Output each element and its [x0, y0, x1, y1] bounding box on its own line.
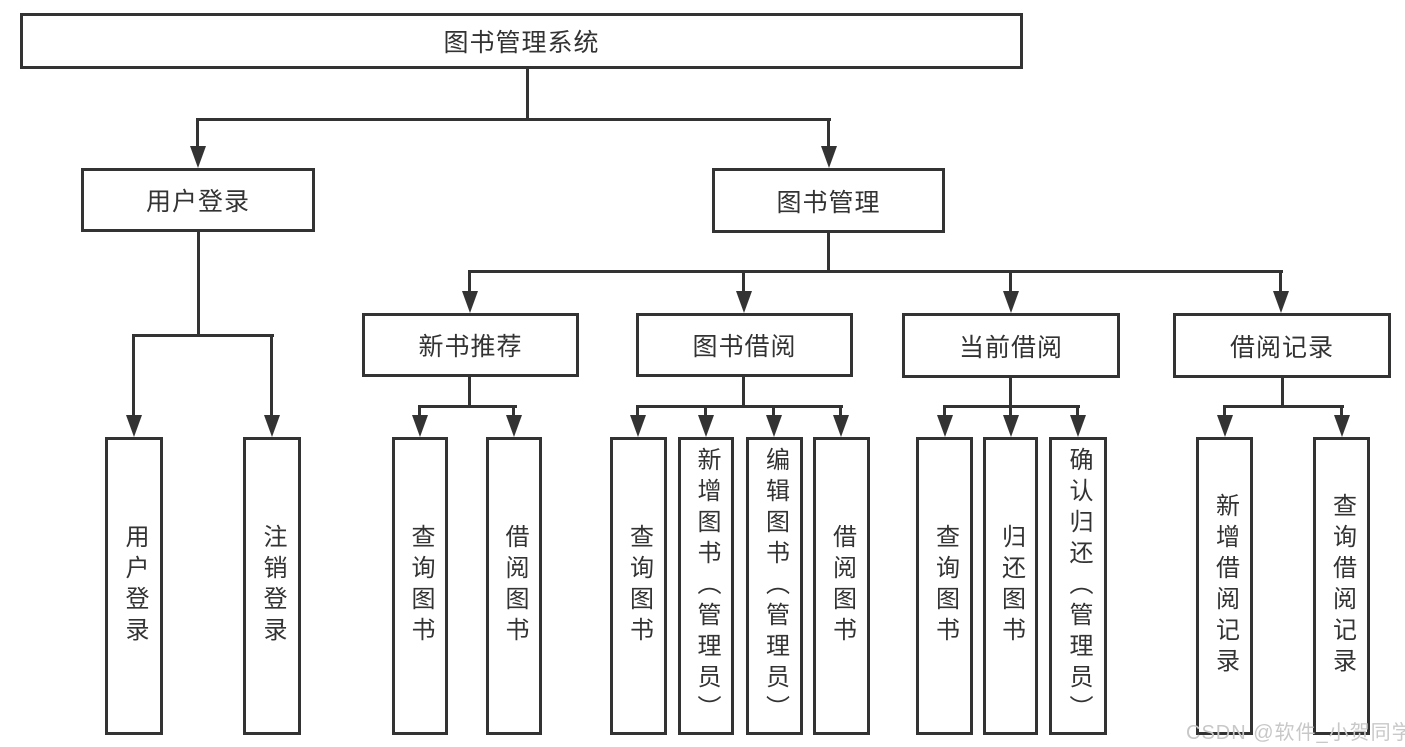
node-book-management: 图书管理	[712, 168, 945, 233]
connector-line	[1279, 270, 1282, 296]
connector-line	[827, 118, 830, 150]
arrow-down-icon	[126, 415, 142, 437]
arrow-down-icon	[190, 146, 206, 168]
connector-line	[742, 377, 745, 408]
connector-line	[132, 334, 135, 420]
leaf-newbook-borrow-book: 借阅图书	[486, 437, 542, 735]
node-label: 用户登录	[145, 188, 250, 216]
leaf-current-return-book: 归还图书	[983, 437, 1038, 735]
connector-line	[636, 405, 639, 419]
connector-line	[468, 270, 471, 296]
connector-line	[196, 118, 199, 150]
leaf-current-query-book: 查询图书	[916, 437, 973, 735]
node-user-login: 用户登录	[81, 168, 315, 232]
leaf-current-confirm-return-admin: 确认归还（管理员）	[1049, 437, 1107, 735]
leaf-records-query-record: 查询借阅记录	[1313, 437, 1370, 735]
leaf-borrow-edit-book-admin: 编辑图书（管理员）	[746, 437, 803, 735]
arrow-down-icon	[833, 415, 849, 437]
arrow-down-icon	[698, 415, 714, 437]
connector-line	[197, 232, 200, 337]
connector-line	[1281, 377, 1284, 408]
leaf-label: 注销登录	[259, 524, 286, 648]
arrow-down-icon	[1003, 415, 1019, 437]
connector-line	[526, 69, 529, 121]
arrow-down-icon	[412, 415, 428, 437]
leaf-borrow-query-book: 查询图书	[610, 437, 667, 735]
leaf-label: 查询图书	[931, 524, 959, 648]
connector-line	[512, 405, 515, 419]
arrow-down-icon	[766, 415, 782, 437]
arrow-down-icon	[462, 291, 478, 313]
arrow-down-icon	[937, 415, 953, 437]
arrow-down-icon	[264, 415, 280, 437]
leaf-label: 新增借阅记录	[1211, 493, 1239, 679]
node-label: 借阅记录	[1229, 333, 1334, 362]
node-new-book-recommend: 新书推荐	[362, 313, 579, 377]
node-label: 图书管理	[776, 188, 881, 217]
connector-line	[419, 405, 517, 408]
leaf-label: 新增图书（管理员）	[693, 446, 720, 726]
connector-line	[1009, 270, 1012, 296]
node-book-borrow: 图书借阅	[636, 313, 853, 377]
connector-line	[270, 334, 273, 420]
leaf-borrow-borrow-book: 借阅图书	[813, 437, 870, 735]
connector-line	[742, 270, 745, 296]
arrow-down-icon	[1334, 415, 1350, 437]
arrow-down-icon	[1217, 415, 1233, 437]
connector-line	[1076, 405, 1079, 419]
watermark: CSDN @软件_小贺同学	[1186, 722, 1405, 744]
connector-line	[839, 405, 842, 419]
leaf-newbook-query-book: 查询图书	[392, 437, 448, 735]
arrow-down-icon	[1070, 415, 1086, 437]
arrow-down-icon	[506, 415, 522, 437]
node-label: 图书借阅	[692, 333, 797, 361]
connector-line	[133, 334, 274, 337]
leaf-user-login: 用户登录	[105, 437, 163, 735]
leaf-label: 查询图书	[407, 524, 434, 648]
connector-line	[704, 405, 707, 419]
arrow-down-icon	[736, 291, 752, 313]
connector-line	[772, 405, 775, 419]
leaf-label: 归还图书	[997, 524, 1025, 648]
arrow-down-icon	[1273, 291, 1289, 313]
connector-line	[468, 270, 1283, 273]
connector-line	[418, 405, 421, 419]
connector-line	[943, 405, 946, 419]
arrow-down-icon	[1003, 291, 1019, 313]
leaf-borrow-add-book-admin: 新增图书（管理员）	[678, 437, 734, 735]
node-label: 新书推荐	[418, 333, 523, 361]
node-current-borrow: 当前借阅	[902, 313, 1120, 378]
leaf-label: 编辑图书（管理员）	[761, 446, 789, 726]
leaf-records-add-record: 新增借阅记录	[1196, 437, 1253, 735]
connector-line	[197, 118, 831, 121]
node-library-system: 图书管理系统	[20, 13, 1023, 69]
leaf-label: 查询图书	[625, 524, 653, 648]
arrow-down-icon	[821, 146, 837, 168]
leaf-label: 用户登录	[121, 524, 148, 648]
connector-line	[827, 233, 830, 273]
leaf-label: 借阅图书	[828, 524, 856, 648]
arrow-down-icon	[630, 415, 646, 437]
connector-line	[1340, 405, 1343, 419]
connector-line	[1009, 377, 1012, 408]
leaf-label: 确认归还（管理员）	[1065, 446, 1092, 726]
connector-line	[1224, 405, 1344, 408]
connector-line	[637, 405, 843, 408]
node-label: 图书管理系统	[443, 29, 600, 57]
connector-line	[468, 377, 471, 408]
leaf-label: 查询借阅记录	[1328, 493, 1356, 679]
leaf-logout: 注销登录	[243, 437, 301, 735]
connector-line	[1009, 405, 1012, 419]
connector-line	[944, 405, 1080, 408]
node-label: 当前借阅	[958, 333, 1063, 362]
connector-line	[1223, 405, 1226, 419]
leaf-label: 借阅图书	[501, 524, 528, 648]
node-borrow-records: 借阅记录	[1173, 313, 1391, 378]
